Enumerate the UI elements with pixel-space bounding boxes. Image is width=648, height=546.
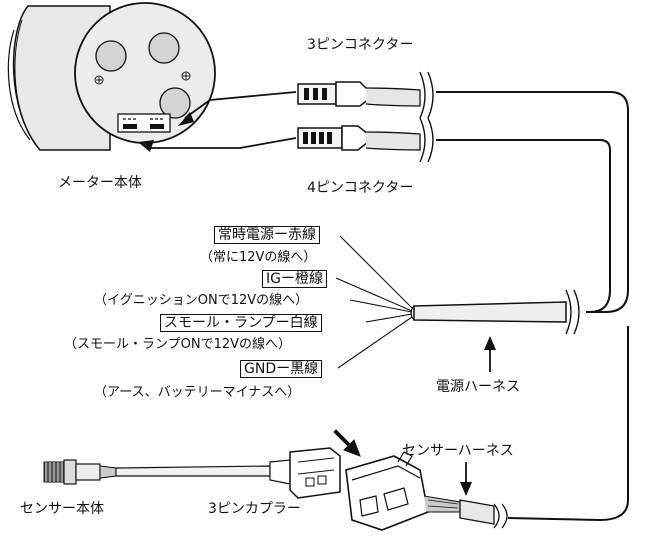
coupler-3pin-illustration <box>269 447 341 499</box>
power-harness-arrow <box>484 336 496 372</box>
wire-black-label: GNDー黒線 <box>240 360 323 378</box>
connection-arrow <box>333 429 361 457</box>
connector-3pin-label: 3ピンコネクター <box>307 37 414 53</box>
sensor-body-label: センサー本体 <box>20 501 104 517</box>
wire-red-note: （常に12Vの線へ） <box>200 250 317 265</box>
connector-4pin-illustration <box>297 117 611 313</box>
wire-orange-label: IGー橙線 <box>262 270 327 288</box>
power-harness-illustration <box>410 289 580 335</box>
connector-3pin-illustration <box>297 71 629 313</box>
power-harness-label: 電源ハーネス <box>436 379 520 395</box>
wire-black-note: （アース、バッテリーマイナスへ） <box>94 385 301 400</box>
sensor-body-illustration <box>43 459 271 485</box>
connector-4pin-label: 4ピンコネクター <box>307 180 414 196</box>
sensor-harness-label: センサーハーネス <box>402 443 514 459</box>
wire-orange-note: （イグニッションONで12Vの線へ） <box>94 293 309 308</box>
wire-white-note: （スモール・ランプONで12Vの線へ） <box>64 337 292 352</box>
coupler-3pin-label: 3ピンカプラー <box>208 501 301 517</box>
sensor-harness-connector-illustration <box>345 326 629 531</box>
sensor-harness-arrow <box>460 462 472 496</box>
wire-white-label: スモール・ランプー白線 <box>160 314 322 332</box>
meter-body-label: メーター本体 <box>58 175 142 191</box>
harness-wires <box>335 235 413 369</box>
meter-body-illustration <box>7 2 216 151</box>
wire-red-label: 常時電源ー赤線 <box>214 226 320 244</box>
